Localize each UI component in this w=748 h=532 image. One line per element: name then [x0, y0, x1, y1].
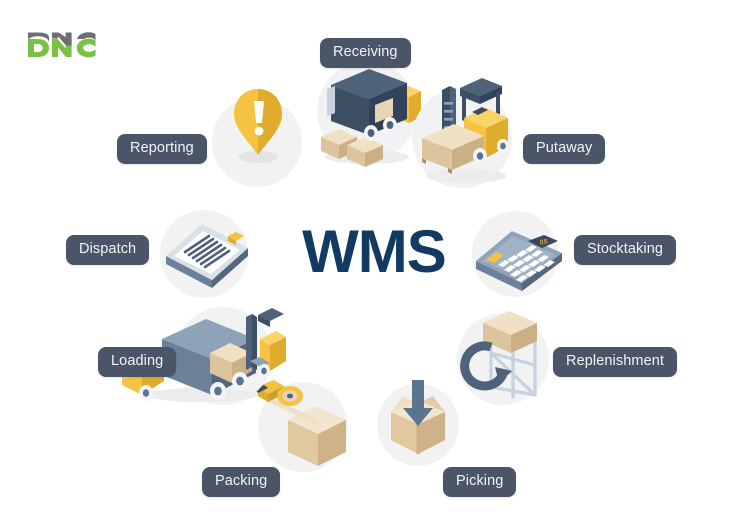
- forklift-icon: [408, 72, 528, 196]
- logo-green-layer: [28, 38, 96, 58]
- clipboard-document-icon: [162, 212, 254, 298]
- calculator-icon: 88: [474, 219, 566, 299]
- label-replenishment[interactable]: Replenishment: [553, 347, 678, 377]
- label-receiving[interactable]: Receiving: [320, 38, 411, 68]
- rack-cycle-icon: [457, 301, 557, 407]
- logo-gray-layer: [28, 32, 96, 46]
- delivery-truck-icon: [305, 53, 429, 171]
- label-reporting[interactable]: Reporting: [117, 134, 207, 164]
- pallet-boxes: [321, 129, 383, 167]
- dnc-logo: [26, 26, 98, 62]
- truck-loading-icon: [106, 299, 286, 415]
- label-putaway[interactable]: Putaway: [523, 134, 606, 164]
- label-stocktaking[interactable]: Stocktaking: [574, 235, 677, 265]
- location-pin-exclamation-icon: [222, 81, 302, 191]
- tape-dispenser-box-icon: [244, 368, 362, 482]
- open-box-arrow-icon: [375, 368, 467, 470]
- center-title-wms: WMS: [302, 218, 447, 285]
- label-picking[interactable]: Picking: [443, 467, 517, 497]
- label-loading[interactable]: Loading: [98, 347, 177, 377]
- label-dispatch[interactable]: Dispatch: [66, 235, 150, 265]
- svg-text:88: 88: [539, 238, 549, 247]
- label-packing[interactable]: Packing: [202, 467, 281, 497]
- dnc-logo-mark: [28, 32, 96, 58]
